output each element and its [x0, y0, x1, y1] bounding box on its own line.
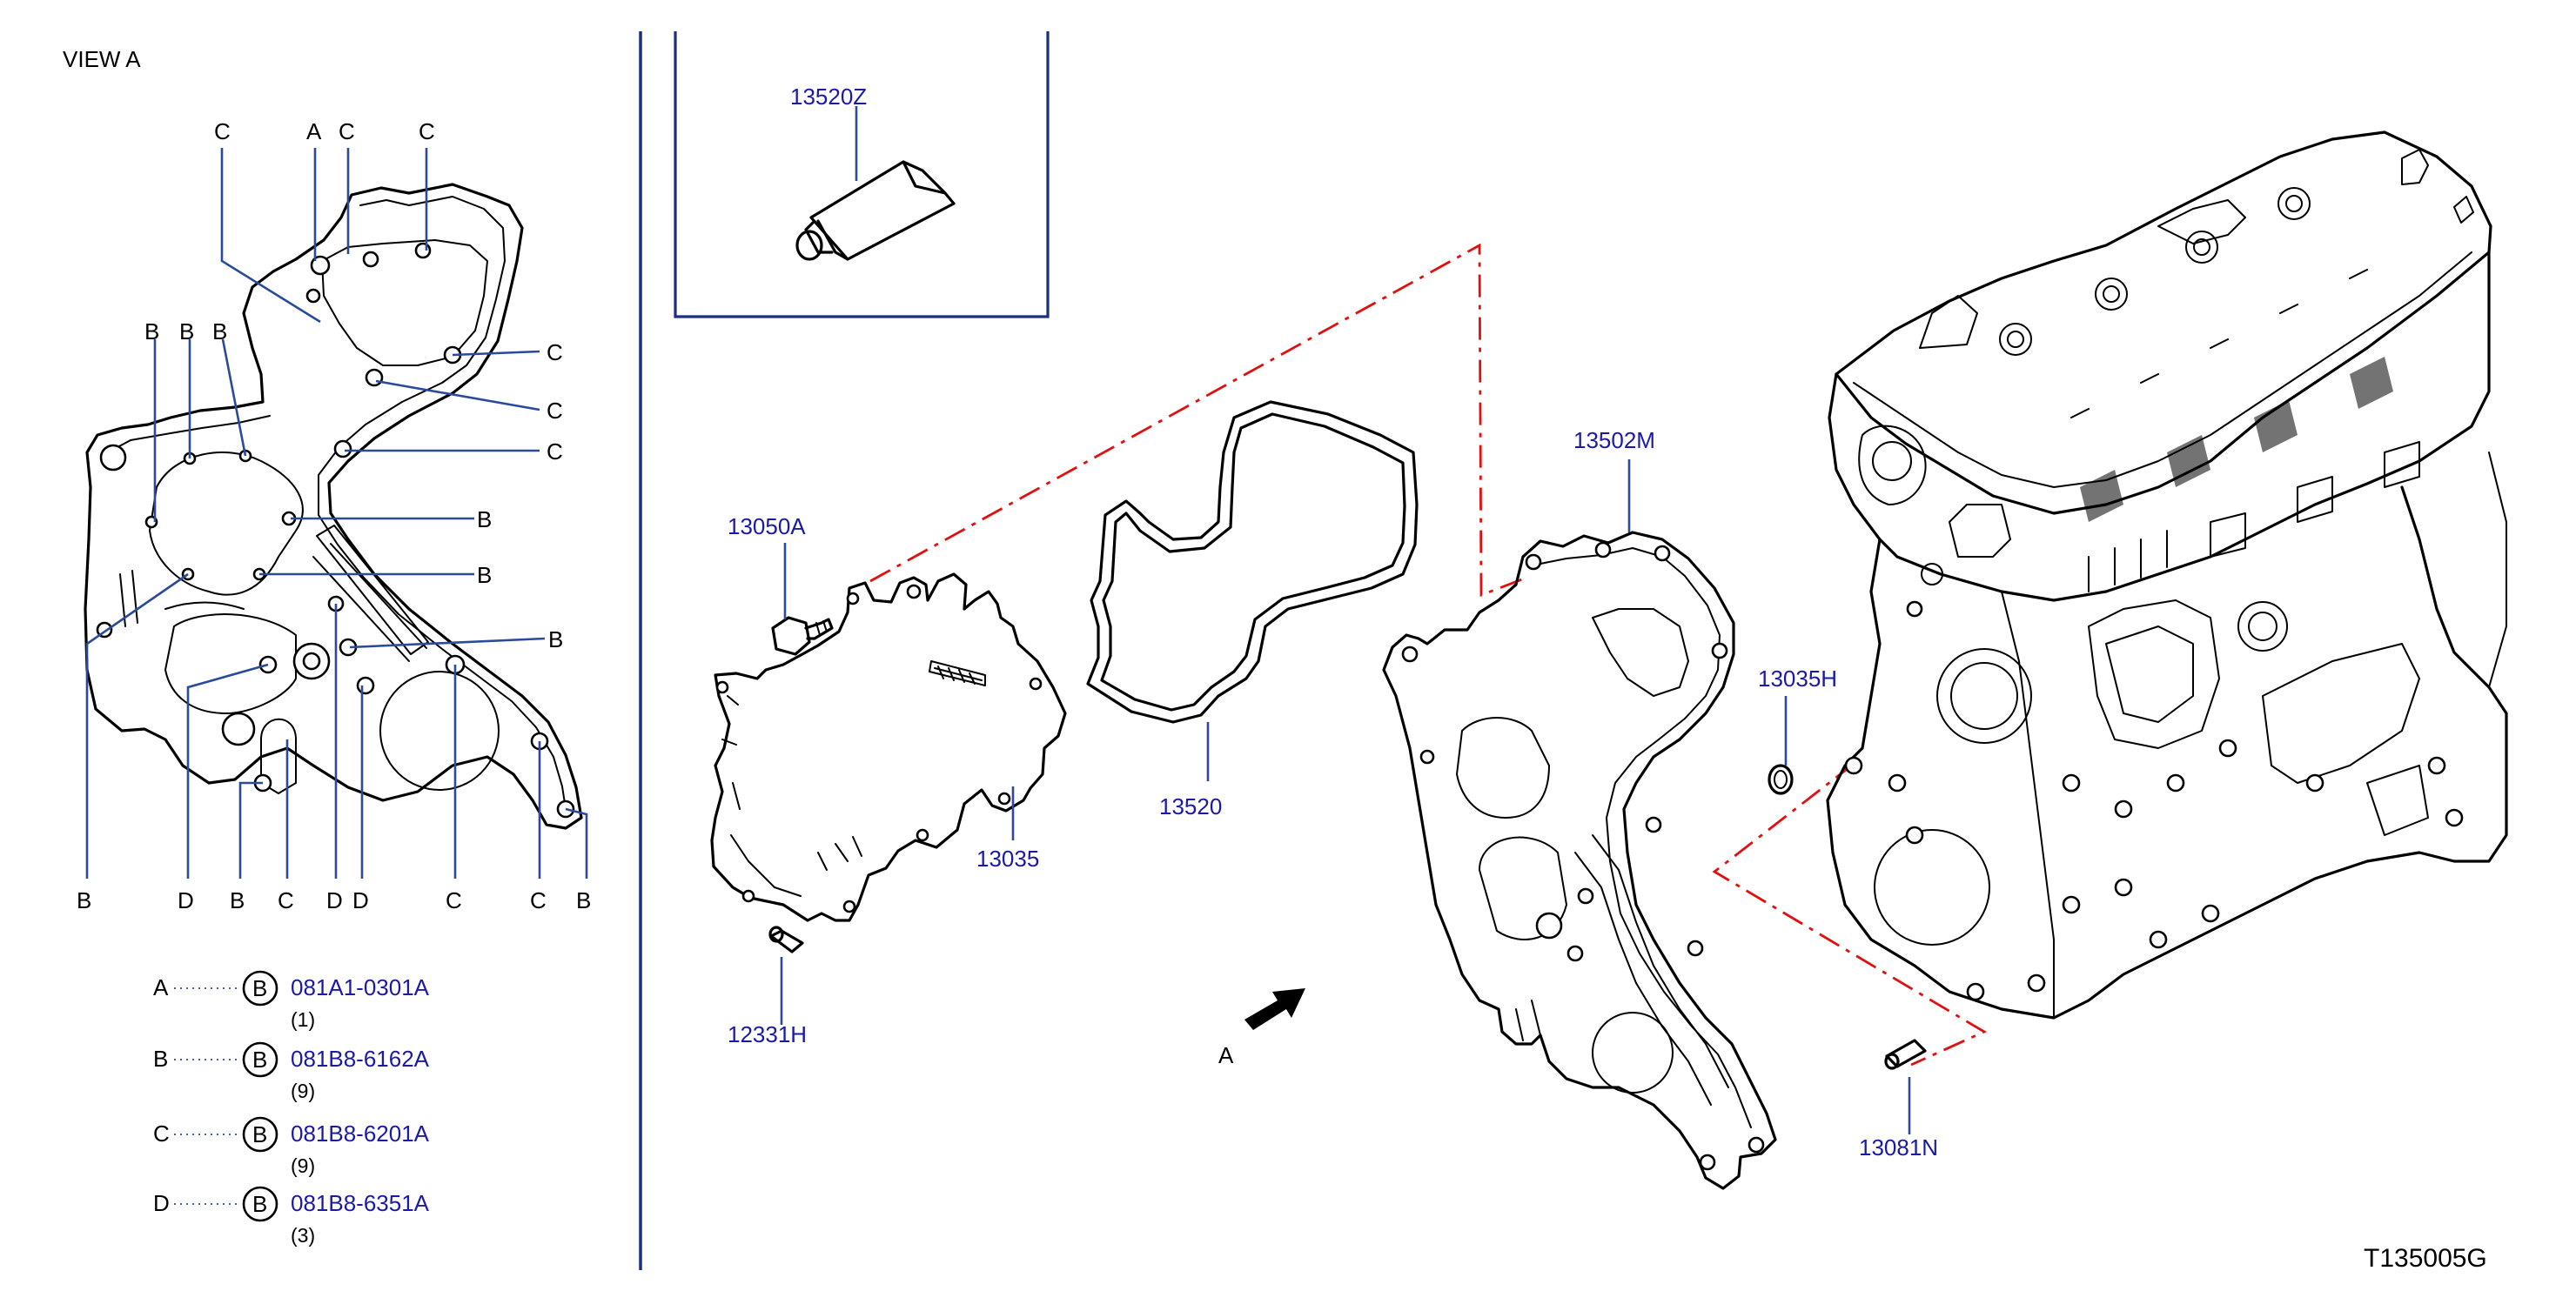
svg-text:B: B	[179, 318, 194, 344]
svg-text:D: D	[153, 1190, 170, 1216]
legend-row-b: B B 081B8-6162A (9)	[153, 1041, 430, 1102]
svg-text:C: C	[446, 887, 462, 913]
sealant-box: 13520Z	[674, 31, 1050, 318]
part-label-13050A: 13050A	[728, 513, 806, 539]
part-label-13520: 13520	[1159, 793, 1222, 819]
view-a-letters: C A C C C C C B B B B B B B D B C D D C …	[77, 118, 591, 913]
svg-text:B: B	[477, 506, 492, 532]
legend-part-c: 081B8-6201A	[291, 1120, 430, 1147]
part-label-13035H: 13035H	[1758, 666, 1837, 692]
legend-row-a: A B 081A1-0301A (1)	[153, 970, 430, 1031]
svg-text:C: C	[419, 118, 435, 144]
svg-text:B: B	[252, 1047, 267, 1073]
svg-text:(9): (9)	[291, 1154, 315, 1177]
view-a-leaders	[85, 148, 588, 879]
svg-text:(9): (9)	[291, 1080, 315, 1102]
svg-text:C: C	[153, 1120, 170, 1147]
oring-13035H: 13035H	[1758, 666, 1837, 795]
svg-text:B: B	[212, 318, 227, 344]
engine-block	[1826, 130, 2508, 1020]
svg-text:A: A	[153, 974, 169, 1000]
svg-text:B: B	[230, 887, 245, 913]
svg-text:B: B	[252, 1191, 267, 1217]
svg-text:B: B	[548, 626, 563, 652]
svg-text:C: C	[530, 887, 547, 913]
svg-text:D: D	[178, 887, 194, 913]
svg-text:D: D	[326, 887, 343, 913]
svg-text:C: C	[214, 118, 231, 144]
drawing-id: T135005G	[2364, 1244, 2487, 1273]
part-label-13520Z: 13520Z	[790, 84, 867, 110]
part-label-13081N: 13081N	[1859, 1134, 1938, 1161]
gasket-13520: 13520	[1086, 400, 1419, 819]
part-label-12331H: 12331H	[728, 1021, 807, 1047]
svg-text:C: C	[547, 438, 563, 465]
svg-text:C: C	[547, 339, 563, 365]
legend-part-a: 081A1-0301A	[291, 974, 430, 1000]
view-a-cover-outline	[84, 183, 583, 830]
svg-text:A: A	[306, 118, 322, 144]
sealant-tube	[795, 160, 956, 261]
view-title: VIEW A	[63, 46, 141, 72]
svg-text:B: B	[477, 562, 492, 588]
dowel-13081N: 13081N	[1859, 1039, 1938, 1161]
svg-text:(1): (1)	[291, 1008, 315, 1031]
svg-text:B: B	[144, 318, 159, 344]
svg-text:B: B	[252, 1121, 267, 1147]
svg-text:B: B	[153, 1046, 168, 1072]
part-label-13502M: 13502M	[1573, 427, 1655, 453]
legend-part-b: 081B8-6162A	[291, 1046, 430, 1072]
svg-text:B: B	[576, 887, 591, 913]
svg-text:D: D	[352, 887, 369, 913]
svg-text:C: C	[339, 118, 355, 144]
arrow-label: A	[1218, 1042, 1234, 1068]
legend-row-d: D B 081B8-6351A (3)	[153, 1186, 430, 1247]
svg-text:B: B	[252, 975, 267, 1001]
dowel-12331H: 12331H	[728, 926, 807, 1047]
legend-row-c: C B 081B8-6201A (9)	[153, 1116, 430, 1177]
bolt-legend: A B 081A1-0301A (1) B B 081B8-6162A (9) …	[153, 970, 430, 1247]
view-arrow-a: A	[1218, 988, 1305, 1068]
svg-text:C: C	[278, 887, 294, 913]
svg-text:C: C	[547, 398, 563, 424]
mating-lines	[869, 243, 1988, 1067]
legend-part-d: 081B8-6351A	[291, 1190, 430, 1216]
svg-text:B: B	[77, 887, 91, 913]
bolt-13050A: 13050A	[728, 513, 834, 656]
part-label-13035: 13035	[976, 846, 1039, 872]
front-cover-13035: 13035	[710, 572, 1067, 922]
svg-text:(3): (3)	[291, 1224, 315, 1247]
rear-cover-13502M: 13502M	[1382, 427, 1777, 1190]
